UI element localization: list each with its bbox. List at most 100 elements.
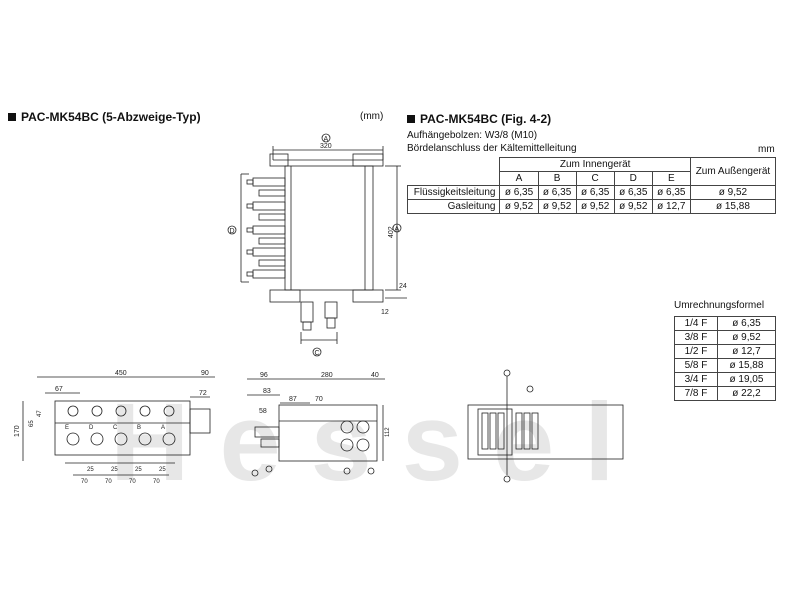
left-heading-text: PAC-MK54BC (5-Abzweige-Typ) [21,110,201,124]
port-stubs-left [246,177,286,279]
port-letter: B [137,425,141,431]
pipe-size-table: Zum Innengerät Zum Außengerät A B C D E … [406,157,777,214]
dim-87: 87 [289,396,297,403]
dim-side: 90 [201,370,209,377]
watermark: Hessel [110,381,615,500]
side-view-drawing: 96 280 40 83 87 70 58 112 [247,372,391,477]
mm-unit-right: mm [758,144,775,155]
table-cell: ø 6,35 [537,185,577,200]
column-header: B [537,171,577,186]
inch-cell: 3/4 F [674,372,718,387]
callout-top-label: A [324,136,329,143]
dim-72: 72 [199,390,207,397]
mm-unit-top: (mm) [360,111,384,122]
dim-label-height: 402 [388,226,395,238]
dim-83: 83 [263,388,271,395]
column-header: C [575,171,615,186]
branch-box-body [284,165,374,291]
mm-cell: ø 12,7 [716,344,777,359]
spacing-25: 25 [87,467,94,473]
callout-left-label: D [230,228,235,235]
spacing-70: 70 [153,479,160,485]
outdoor-connector [189,408,211,434]
inch-cell: 1/2 F [674,344,718,359]
dim-96: 96 [260,372,268,379]
info-line-2: Bördelanschluss der Kältemittelleitung [407,143,577,154]
inch-cell: 5/8 F [674,358,718,373]
heading-bullet-icon [8,112,16,121]
top-view-drawing: A 320 D 402 A 24 12 C [227,133,407,357]
conversion-title: Umrechnungsformel [674,300,765,311]
callout-circle-right [392,223,402,233]
front-body [54,400,191,456]
dim-height: 170 [14,425,21,437]
table-cell: ø 9,52 [537,199,577,214]
group-indoor-header: Zum Innengerät [499,157,691,172]
inch-cell: 3/8 F [674,330,718,345]
dim-total: 450 [115,370,127,377]
dim-112: 112 [385,427,391,437]
inch-cell: 1/4 F [674,316,718,331]
port-letter: C [113,425,118,431]
group-outdoor-header: Zum Außengerät [689,157,777,186]
table-cell: ø 9,52 [575,199,615,214]
spacing-70: 70 [81,479,88,485]
callout-circle-left [227,225,237,235]
right-heading-text: PAC-MK54BC (Fig. 4-2) [420,112,552,126]
column-header: A [499,171,539,186]
table-cell: ø 6,35 [575,185,615,200]
spacing-70: 70 [129,479,136,485]
table-row: Gasleitung ø 9,52 ø 9,52 ø 9,52 ø 9,52 ø… [406,199,777,214]
column-header: D [613,171,653,186]
mm-cell: ø 6,35 [716,316,777,331]
left-heading: PAC-MK54BC (5-Abzweige-Typ) [8,110,201,124]
front-view-drawing: 450 90 67 72 E D C B A 170 65 47 25 25 2… [14,370,215,485]
spacing-25: 25 [159,467,166,473]
column-header: E [651,171,691,186]
table-cell: ø 6,35 [613,185,653,200]
dim-70: 70 [315,396,323,403]
mm-cell: ø 9,52 [716,330,777,345]
table-header-row: Zum Innengerät Zum Außengerät [407,157,777,186]
table-cell: ø 12,7 [651,199,691,214]
port-letter: D [89,425,94,431]
mm-cell: ø 15,88 [716,358,777,373]
dim-58: 58 [259,408,267,415]
row-label: Flüssigkeitsleitung [406,185,501,200]
dim-label-width: 320 [320,143,332,150]
dim-40: 40 [371,372,379,379]
table-corner [407,157,501,186]
port-letter: A [161,425,165,431]
table-cell: ø 6,35 [499,185,539,200]
mm-cell: ø 19,05 [716,372,777,387]
callout-circle-bottom [312,347,322,357]
inch-cell: 7/8 F [674,386,718,401]
small-dim-12: 12 [381,309,389,316]
port-circles [66,405,176,446]
dim-47: 47 [37,410,43,417]
table-cell: ø 6,35 [651,185,691,200]
callout-bottom-label: C [315,350,320,357]
table-cell: ø 15,88 [689,199,777,214]
table-row: Flüssigkeitsleitung ø 6,35 ø 6,35 ø 6,35… [406,185,777,200]
table-cell: ø 9,52 [499,199,539,214]
terminal-blocks [481,412,539,450]
info-line-1: Aufhängebolzen: W3/8 (M10) [407,130,538,141]
mm-cell: ø 22,2 [716,386,777,401]
hanger-bracket [352,289,384,303]
small-dim-24: 24 [399,283,407,290]
spacing-25: 25 [135,467,142,473]
table-cell: ø 9,52 [613,199,653,214]
bottom-body [467,404,624,460]
table-cell: ø 9,52 [689,185,777,200]
spacing-25: 25 [111,467,118,473]
heading-bullet-icon [407,114,415,123]
port-letter: E [65,425,69,431]
dim-67: 67 [55,386,63,393]
